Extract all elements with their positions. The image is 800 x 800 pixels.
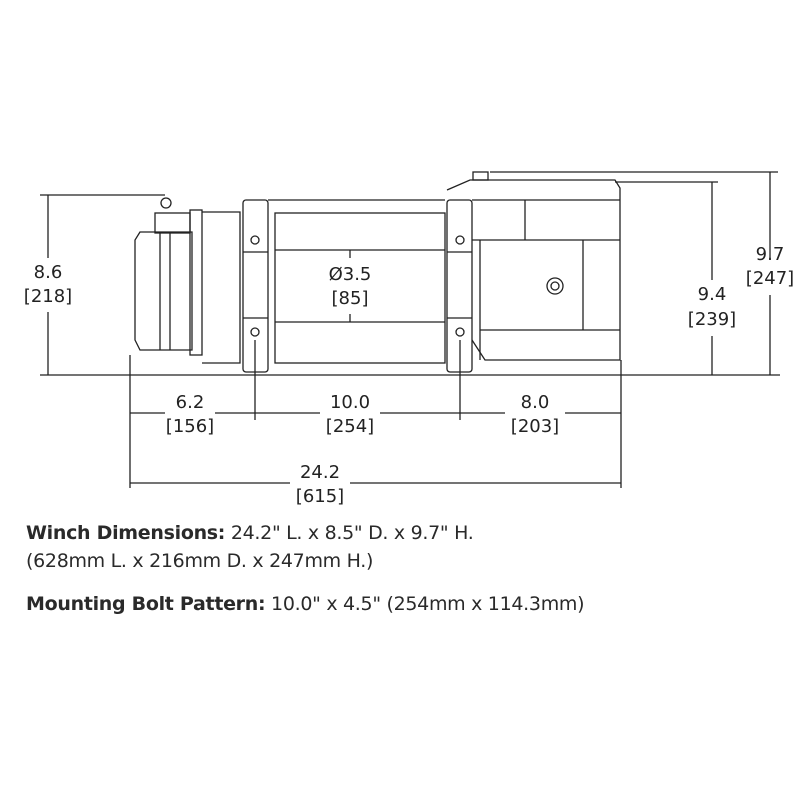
- height-motor-mm: [239]: [688, 309, 736, 330]
- length-right-in: 8.0: [521, 392, 550, 413]
- length-left-in: 6.2: [176, 392, 205, 413]
- length-right-mm: [203]: [511, 416, 559, 437]
- winch-dimensions-value: 24.2" L. x 8.5" D. x 9.7" H.: [230, 522, 474, 544]
- length-left-mm: [156]: [166, 416, 214, 437]
- height-left-in: 8.6: [34, 262, 63, 283]
- length-mid-mm: [254]: [326, 416, 374, 437]
- height-total-mm: [247]: [746, 268, 794, 289]
- height-total-in: 9.7: [756, 244, 785, 265]
- winch-dimensions-metric: (628mm L. x 216mm D. x 247mm H.): [26, 550, 374, 572]
- drum-diameter-in: Ø3.5: [329, 264, 372, 285]
- winch-dimensions-label: Winch Dimensions:: [26, 522, 226, 544]
- length-total-in: 24.2: [300, 462, 340, 483]
- height-left-mm: [218]: [24, 286, 72, 307]
- drum-diameter-mm: [85]: [332, 288, 369, 309]
- length-mid-in: 10.0: [330, 392, 370, 413]
- bolt-pattern-value: 10.0" x 4.5" (254mm x 114.3mm): [271, 593, 585, 615]
- height-motor-in: 9.4: [698, 284, 727, 305]
- bolt-pattern-spec: Mounting Bolt Pattern: 10.0" x 4.5" (254…: [26, 593, 585, 615]
- height-dimension-lines: [47, 172, 771, 375]
- length-dimension-lines: [130, 412, 621, 484]
- extension-lines: [40, 171, 780, 488]
- winch-outline: [134, 171, 621, 373]
- bolt-pattern-label: Mounting Bolt Pattern:: [26, 593, 266, 615]
- winch-dimensions-spec: Winch Dimensions: 24.2" L. x 8.5" D. x 9…: [26, 522, 474, 544]
- length-total-mm: [615]: [296, 486, 344, 507]
